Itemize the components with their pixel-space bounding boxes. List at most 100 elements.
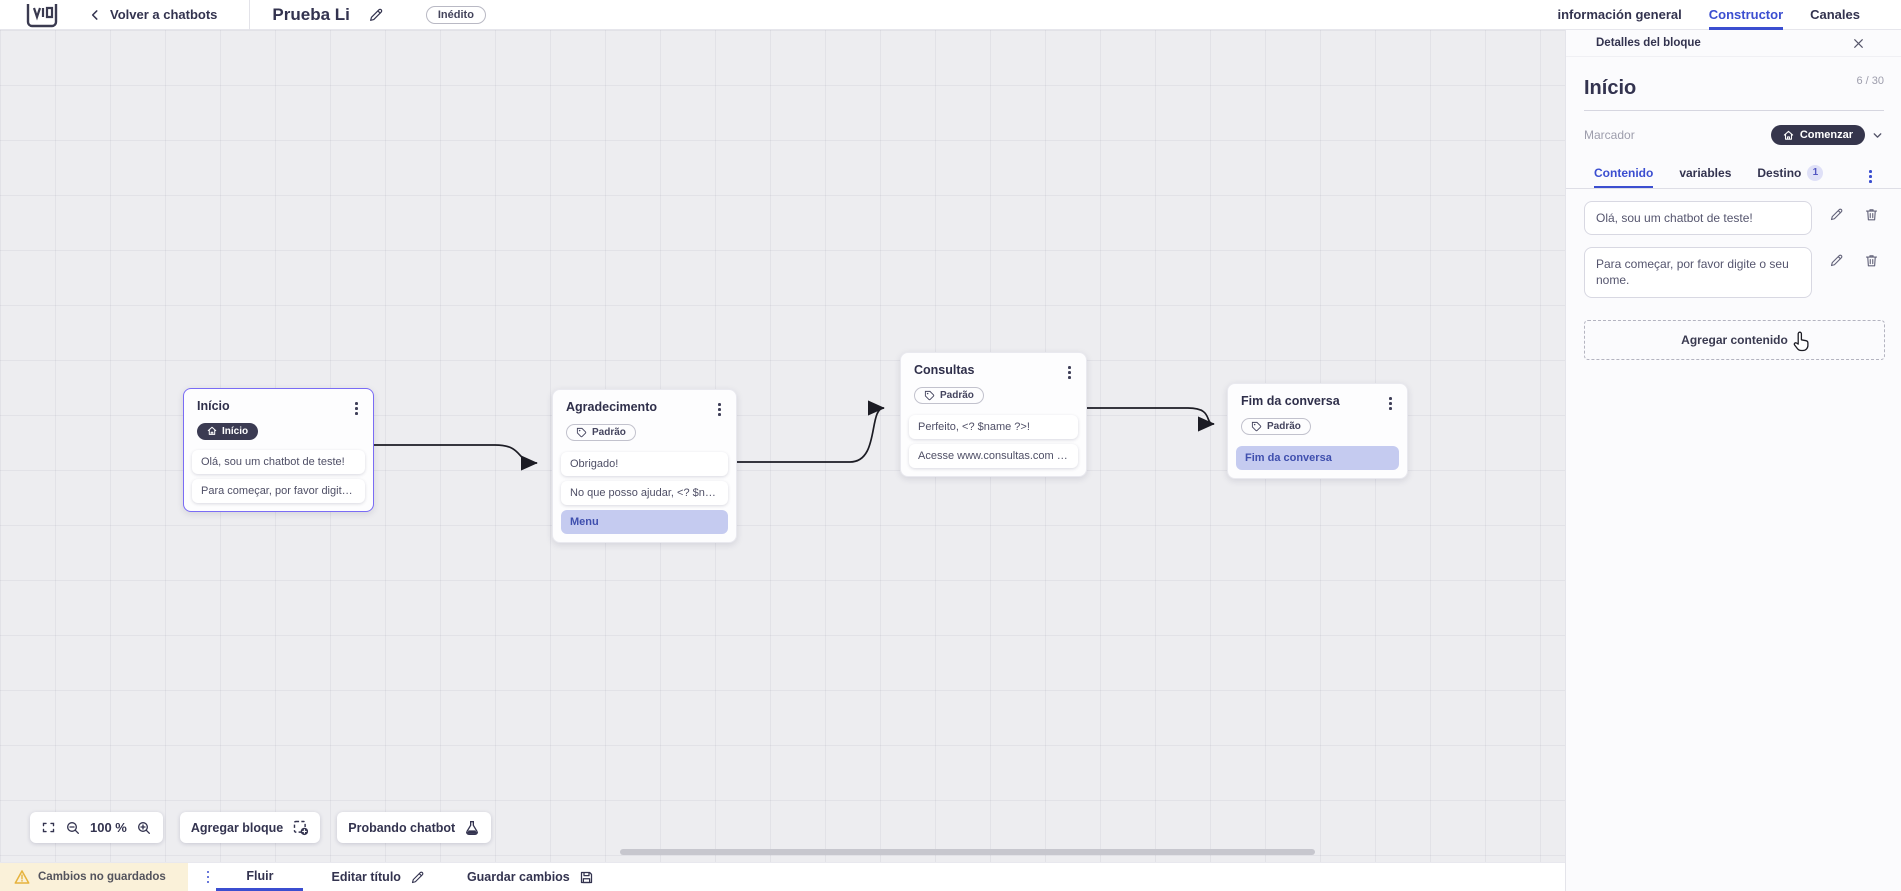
tag-icon [924,390,935,400]
node-message[interactable]: No que posso ajudar, <? $name ... [561,480,728,505]
node-title: Início [197,399,230,413]
tab-canales[interactable]: Canales [1810,7,1860,22]
top-bar: Volver a chatbots Prueba Li Inédito info… [0,0,1901,30]
badge-label: Padrão [1267,420,1301,432]
node-message[interactable]: Obrigado! [561,451,728,476]
home-icon [207,427,217,436]
badge-label: Início [222,425,249,437]
badge-label: Padrão [592,426,626,438]
add-block-label: Agregar bloque [190,820,284,835]
block-name-value: Início [1584,77,1637,99]
fit-screen-icon[interactable] [41,820,56,835]
unsaved-changes-chip: Cambios no guardados [0,863,188,891]
marker-value-label: Comenzar [1799,129,1853,141]
add-content-button[interactable]: Agregar contenido [1584,319,1885,360]
node-message[interactable]: Perfeito, <? $name ?>! [909,414,1078,439]
panel-title: Detalles del bloque [1596,37,1701,49]
edit-flow-title-label: Editar título [331,870,401,884]
tab-fluir[interactable]: Fluir [216,863,304,891]
delete-content-icon[interactable] [1864,207,1879,222]
pencil-icon [369,8,383,21]
home-icon [1783,130,1793,140]
test-chatbot-button[interactable]: Probando chatbot [337,812,492,843]
save-icon [580,871,592,883]
warning-icon [14,870,30,884]
zoom-level: 100 % [90,820,127,835]
chatbot-title: Prueba Li [272,4,350,24]
close-icon[interactable] [1852,37,1865,50]
tab-contenido[interactable]: Contenido [1594,159,1654,188]
edge-consultas-fim [1087,407,1215,432]
main-tabs: información general Constructor Canales [1557,0,1860,30]
tab-informacion-general[interactable]: información general [1557,7,1682,22]
tab-label: variables [1679,165,1732,180]
flow-node-agradecimento[interactable]: Agradecimento Padrão Obrigado! No que po… [552,389,737,543]
tab-destino[interactable]: Destino 1 [1757,159,1824,188]
destino-count-badge: 1 [1807,164,1824,181]
node-menu-item[interactable]: Menu [561,509,728,534]
flow-node-consultas[interactable]: Consultas Padrão Perfeito, <? $name ?>! … [900,352,1087,477]
padrao-badge: Padrão [1241,417,1311,435]
content-text[interactable]: Para começar, por favor digite o seu nom… [1584,247,1812,298]
padrao-badge: Padrão [566,423,636,441]
char-counter: 6 / 30 [1856,75,1884,87]
tab-label: Contenido [1594,165,1654,180]
divider [249,0,251,30]
marker-value-button[interactable]: Comenzar [1770,125,1865,145]
node-menu-icon[interactable] [1063,363,1076,382]
zoom-in-icon[interactable] [136,820,152,836]
block-details-panel: Detalles del bloque Início 6 / 30 Marcad… [1565,30,1901,891]
status-badge: Inédito [425,5,486,24]
tab-constructor[interactable]: Constructor [1708,0,1784,30]
horizontal-scrollbar[interactable] [620,849,1315,855]
test-chatbot-label: Probando chatbot [348,820,456,835]
app-logo [26,3,58,27]
content-item-row: Olá, sou um chatbot de teste! [1584,201,1884,236]
tag-icon [576,427,587,437]
bottom-bar: Cambios no guardados Fluir Editar título… [0,862,1565,891]
back-to-chatbots-button[interactable]: Volver a chatbots [88,7,217,22]
zoom-out-icon[interactable] [65,820,81,836]
zoom-controls: 100 % [30,812,163,843]
edge-inicio-agradecimento [374,444,538,471]
chevron-down-icon[interactable] [1871,129,1884,142]
tab-variables[interactable]: variables [1679,159,1731,188]
pencil-icon [411,871,424,883]
marker-label: Marcador [1584,128,1635,142]
flask-icon [466,820,479,835]
node-menu-icon[interactable] [1384,394,1397,413]
node-title: Fim da conversa [1241,394,1340,408]
flow-options-icon[interactable] [202,868,215,887]
edit-flow-title-button[interactable]: Editar título [331,870,424,885]
node-menu-icon[interactable] [713,400,726,419]
save-changes-button[interactable]: Guardar cambios [467,870,594,885]
content-text[interactable]: Olá, sou um chatbot de teste! [1584,201,1812,236]
canvas-toolbar: 100 % Agregar bloque Probando chatbot [30,812,492,843]
content-item-row: Para começar, por favor digite o seu nom… [1584,247,1884,298]
panel-tabs: Contenido variables Destino 1 [1566,159,1901,189]
edit-content-icon[interactable] [1829,253,1844,268]
node-message[interactable]: Acesse www.consultas.com par... [909,443,1078,468]
node-menu-icon[interactable] [350,399,363,418]
unsaved-label: Cambios no guardados [38,871,166,883]
tag-icon [1251,421,1262,431]
add-block-icon [294,820,309,836]
node-message[interactable]: Olá, sou um chatbot de teste! [192,450,365,475]
add-block-button[interactable]: Agregar bloque [179,812,321,843]
edge-agradecimento-consultas [737,400,885,463]
block-name-field[interactable]: Início 6 / 30 [1584,69,1884,111]
delete-content-icon[interactable] [1864,253,1879,268]
edit-chatbot-title-button[interactable] [368,7,384,23]
node-message[interactable]: Para começar, por favor digite o ... [192,479,365,504]
edit-content-icon[interactable] [1829,207,1844,222]
tab-label: Destino [1757,165,1802,180]
node-end-item[interactable]: Fim da conversa [1236,445,1399,470]
flow-node-fim-da-conversa[interactable]: Fim da conversa Padrão Fim da conversa [1227,383,1408,479]
panel-options-icon[interactable] [1864,167,1877,186]
flow-canvas[interactable]: Início Início Olá, sou um chatbot de tes… [0,30,1565,862]
back-label: Volver a chatbots [110,7,218,22]
node-title: Agradecimento [566,400,657,414]
node-title: Consultas [914,363,975,377]
start-badge: Início [197,422,259,440]
flow-node-inicio[interactable]: Início Início Olá, sou um chatbot de tes… [183,388,374,513]
